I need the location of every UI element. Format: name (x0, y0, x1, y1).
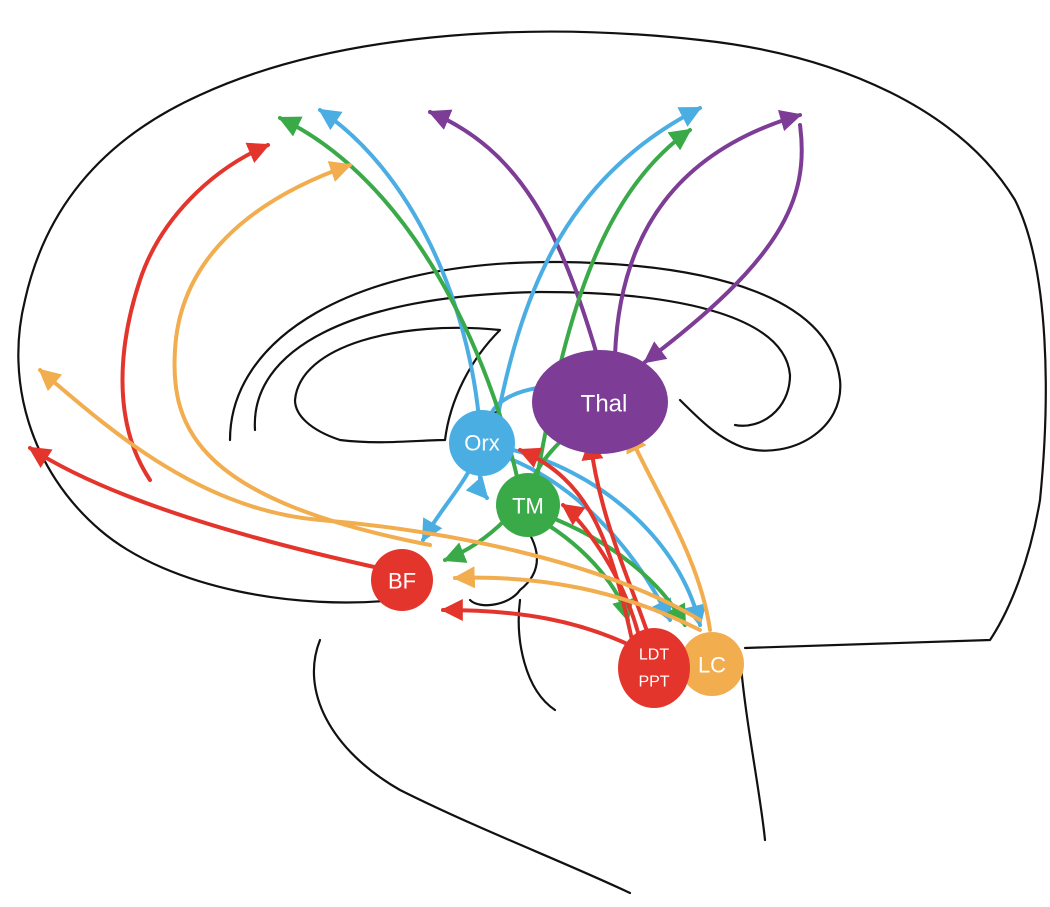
orx-to-cortex-projection (318, 108, 482, 432)
ldt-label: LDT (639, 647, 669, 664)
tuberomammillary-label: TM (512, 494, 544, 519)
cortex-to-thal-projection (643, 123, 804, 364)
orx-to-cortex-projection (493, 106, 702, 432)
thalamus-node: Thal (532, 350, 668, 454)
cortex-outline (17, 30, 1047, 650)
ldt-to-bf-projection (440, 599, 642, 652)
ldt-to-orx-projection (517, 447, 634, 642)
brainstem-outline (738, 653, 767, 842)
bf-to-cortex-projection (120, 142, 271, 482)
lc-to-bf-projection (452, 566, 702, 632)
fornix-outline (293, 326, 502, 444)
corpus-callosum-inner (253, 290, 792, 432)
orexin-label: Orx (464, 431, 499, 456)
ldt-to-thal-projection (581, 437, 652, 642)
bf-to-cortex-projection (28, 446, 390, 572)
ppt-label: PPT (638, 674, 669, 691)
locus-coeruleus-label: LC (698, 653, 726, 678)
thal-to-cortex-projection (613, 109, 803, 357)
basal-forebrain-label: BF (388, 569, 416, 594)
basal-forebrain-node: BF (371, 549, 433, 611)
nuclei: Thal Orx TM BF LC LDT PPT (371, 350, 744, 708)
brain-outline (17, 30, 1047, 895)
lc-to-thal-projection (626, 430, 712, 632)
thalamus-label: Thal (581, 391, 628, 418)
tuberomammillary-node: TM (496, 473, 560, 537)
ldt-ppt-node: LDT PPT (618, 628, 690, 708)
cerebellum-outline (312, 638, 632, 895)
orexin-node: Orx (449, 410, 515, 476)
lc-to-cortex-projection (172, 161, 432, 547)
ldt-to-tm-projection (561, 503, 642, 642)
lc-to-cortex-projection (38, 368, 702, 622)
thal-to-cortex-projection (427, 109, 599, 357)
locus-coeruleus-node: LC (680, 632, 744, 696)
corpus-callosum-outer (228, 260, 842, 452)
hypothalamus-outline (468, 518, 538, 607)
